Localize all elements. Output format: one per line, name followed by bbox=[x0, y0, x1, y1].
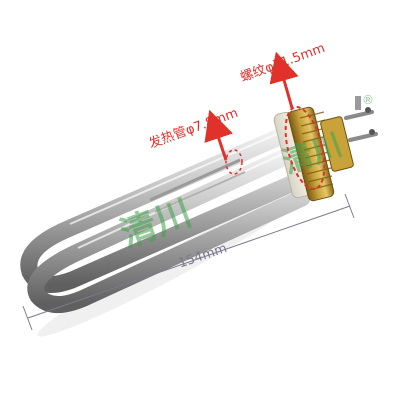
thread-arrow bbox=[269, 51, 299, 109]
terminals bbox=[344, 96, 378, 142]
tube-spec-label: 发热管φ7.8mm bbox=[147, 105, 240, 152]
tube-highlight-ellipse bbox=[225, 149, 243, 175]
watermark-mark: ® bbox=[362, 93, 374, 107]
threaded-head bbox=[273, 106, 354, 202]
tube-arrow bbox=[204, 109, 233, 161]
thread-highlight-ellipse bbox=[284, 106, 326, 190]
